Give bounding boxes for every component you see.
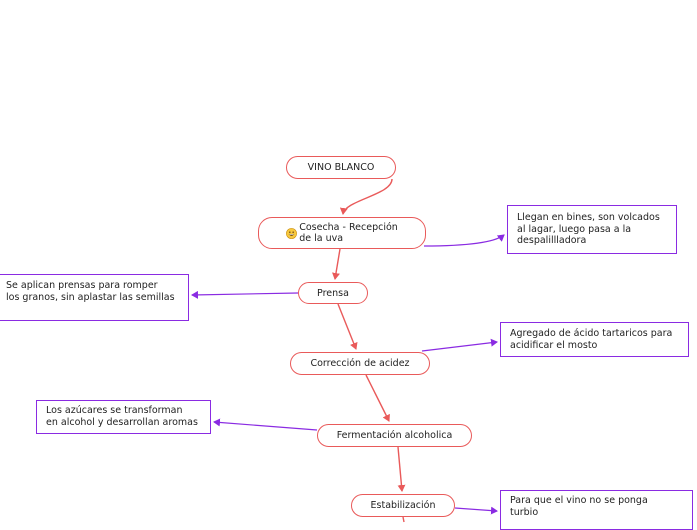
node-correccion-de-acidez[interactable]: Corrección de acidez xyxy=(290,352,430,375)
note-arrow-estabilizacion-to-turbio xyxy=(454,506,498,515)
node-label: Fermentación alcoholica xyxy=(336,430,453,441)
note-bines[interactable]: Llegan en bines, son volcados al lagar, … xyxy=(507,205,677,254)
note-turbio[interactable]: Para que el vino no se ponga turbio xyxy=(500,490,693,530)
node-label: Estabilización xyxy=(370,500,436,511)
node-cosecha[interactable]: Cosecha - Recepción de la uva xyxy=(258,217,426,249)
note-arrow-prensa-to-prensas xyxy=(191,290,299,299)
flow-arrow-prensa-to-correccion xyxy=(337,303,358,350)
node-vino-blanco[interactable]: VINO BLANCO xyxy=(286,156,396,179)
note-arrow-fermentacion-to-azucares xyxy=(213,418,318,431)
grinning-face-icon xyxy=(286,227,298,239)
note-arrow-correccion-to-acido xyxy=(421,338,498,352)
node-label: VINO BLANCO xyxy=(307,162,375,173)
flow-arrow-cosecha-to-prensa xyxy=(332,248,341,280)
flow-arrow-fermentacion-to-estabilizacion xyxy=(397,446,406,492)
flow-arrow-vino-to-cosecha xyxy=(339,178,393,215)
flow-arrow-correccion-to-fermentacion xyxy=(365,374,390,422)
node-prensa[interactable]: Prensa xyxy=(298,282,368,304)
node-label: Corrección de acidez xyxy=(310,358,410,369)
note-prensas[interactable]: Se aplican prensas para romper los grano… xyxy=(0,274,189,321)
node-fermentacion-alcoholica[interactable]: Fermentación alcoholica xyxy=(317,424,472,447)
note-arrow-cosecha-to-bines xyxy=(423,234,505,247)
node-estabilizacion[interactable]: Estabilización xyxy=(351,494,455,517)
note-acido-tartarico[interactable]: Agregado de ácido tartaricos para acidif… xyxy=(500,322,689,357)
node-label: Prensa xyxy=(317,287,349,299)
node-label: Cosecha - Recepción de la uva xyxy=(299,222,398,244)
note-azucares[interactable]: Los azúcares se transforman en alcohol y… xyxy=(36,400,211,434)
